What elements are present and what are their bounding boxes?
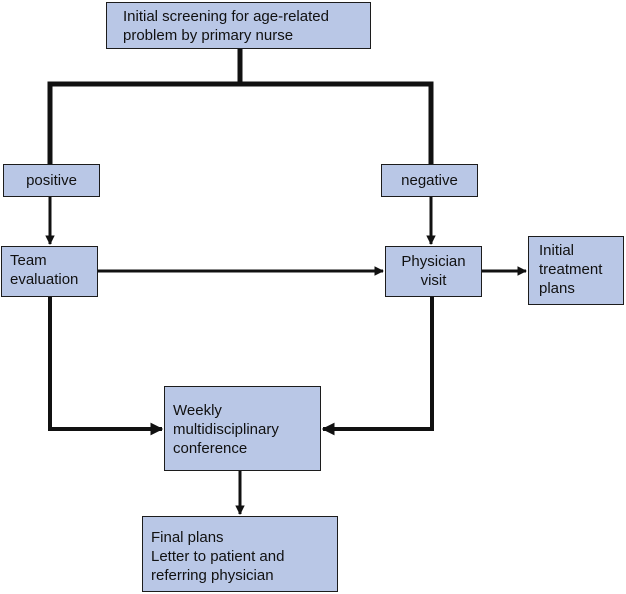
node-final-plans: Final plans Letter to patient and referr… [142, 516, 338, 592]
edge-screening-to-positive [47, 49, 243, 164]
node-text-line: treatment [539, 261, 603, 278]
edge-screening-to-negative [240, 81, 434, 164]
node-initial-treatment-plans: Initial treatment plans [528, 236, 624, 305]
node-text-line: visit [420, 272, 447, 289]
node-negative: negative [381, 164, 478, 197]
node-text-line: evaluation [10, 271, 79, 288]
node-text-line: conference [173, 440, 248, 457]
node-text-line: plans [539, 280, 575, 297]
node-initial-screening: Initial screening for age-related proble… [106, 2, 371, 49]
edge-team-to-weekly [48, 297, 164, 436]
node-physician-visit: Physician visit [385, 246, 482, 297]
node-text-line: Letter to patient and [151, 548, 285, 565]
node-text-line: Physician [401, 253, 466, 270]
node-team-evaluation: Team evaluation [1, 246, 98, 297]
node-positive: positive [3, 164, 100, 197]
node-text-line: Initial screening for age-related [123, 8, 329, 25]
node-text-line: negative [401, 172, 458, 189]
node-text-line: Final plans [151, 529, 224, 546]
node-text-line: Initial [539, 242, 575, 259]
node-text-line: multidisciplinary [173, 421, 279, 438]
node-text-line: referring physician [151, 567, 274, 584]
node-text-line: problem by primary nurse [123, 27, 294, 44]
node-weekly-conference: Weekly multidisciplinary conference [164, 386, 321, 471]
edge-physician-to-weekly [321, 297, 434, 436]
node-text-line: positive [26, 172, 77, 189]
node-text-line: Team [10, 252, 47, 269]
node-text-line: Weekly [173, 402, 222, 419]
